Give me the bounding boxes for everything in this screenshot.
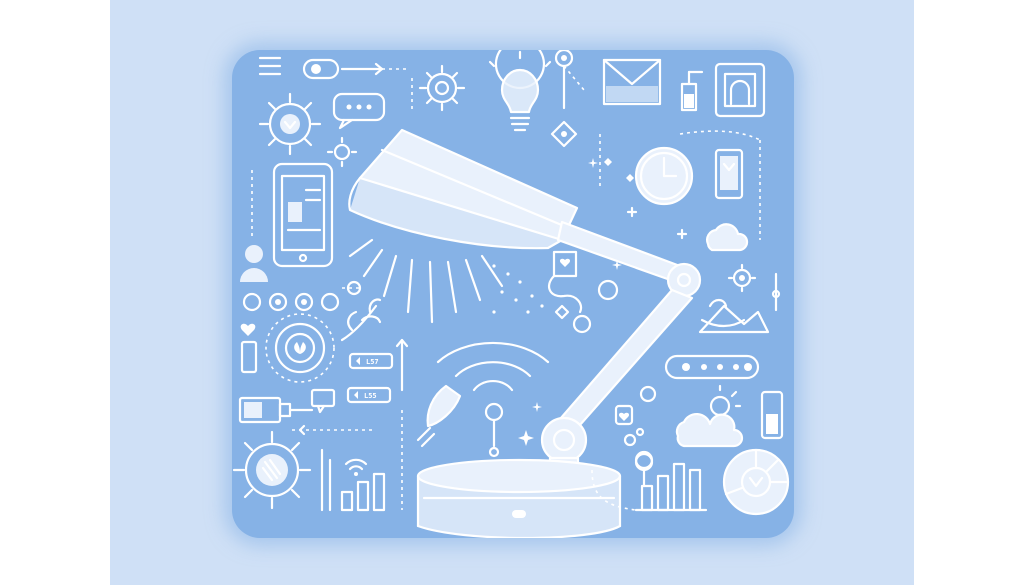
battery-icon — [680, 70, 704, 112]
user-icon — [240, 245, 268, 282]
sparkle-icon — [518, 158, 622, 446]
target-icon — [265, 313, 335, 383]
tag-l57: L57 — [366, 358, 379, 366]
bar-chart-icon — [634, 452, 708, 512]
battery-small-icon — [760, 390, 784, 440]
usb-icon — [238, 388, 336, 424]
mountain-icon — [698, 298, 770, 334]
bar-chart-icon — [320, 448, 386, 512]
cloud-sun-icon — [675, 384, 744, 448]
chat-bubble-icon — [332, 92, 386, 130]
cloud-icon — [706, 223, 749, 252]
toggle-icon — [302, 58, 384, 80]
tag-l55: L55 — [364, 392, 377, 400]
wifi-icon — [436, 341, 550, 458]
gear-heart-icon — [258, 92, 322, 156]
gear-heart-icon — [550, 50, 585, 148]
wifi-icon — [344, 458, 368, 476]
lamp-light-rays — [348, 238, 544, 324]
sun-icon — [326, 136, 358, 168]
lightbulb-icon — [488, 50, 552, 132]
smartphone-icon — [272, 162, 334, 268]
gear-icon — [727, 263, 757, 293]
gear-icon — [232, 430, 312, 510]
menu-icon — [258, 56, 282, 76]
picture-frame-icon — [714, 62, 766, 118]
plus-icon — [626, 206, 688, 240]
phone-icon — [714, 148, 744, 200]
clock-icon — [634, 146, 694, 206]
envelope-icon — [602, 58, 662, 106]
heart-icon — [547, 250, 619, 334]
gear-icon — [614, 385, 657, 488]
lamp-base — [416, 458, 622, 538]
sparkle-icon — [604, 158, 634, 182]
illustration-svg: L57 L55 — [232, 50, 790, 538]
slider-icon — [664, 354, 760, 380]
tag-icon: L57 L55 — [346, 352, 394, 404]
lamp-shade — [348, 128, 579, 250]
illustration-panel: L57 L55 — [232, 50, 794, 538]
plant-icon — [340, 298, 382, 342]
rocket-icon — [416, 384, 462, 448]
gear-icon — [418, 64, 466, 112]
toggle-icon — [242, 292, 340, 312]
pie-chart-icon — [722, 448, 790, 516]
heart-icon — [240, 323, 258, 374]
